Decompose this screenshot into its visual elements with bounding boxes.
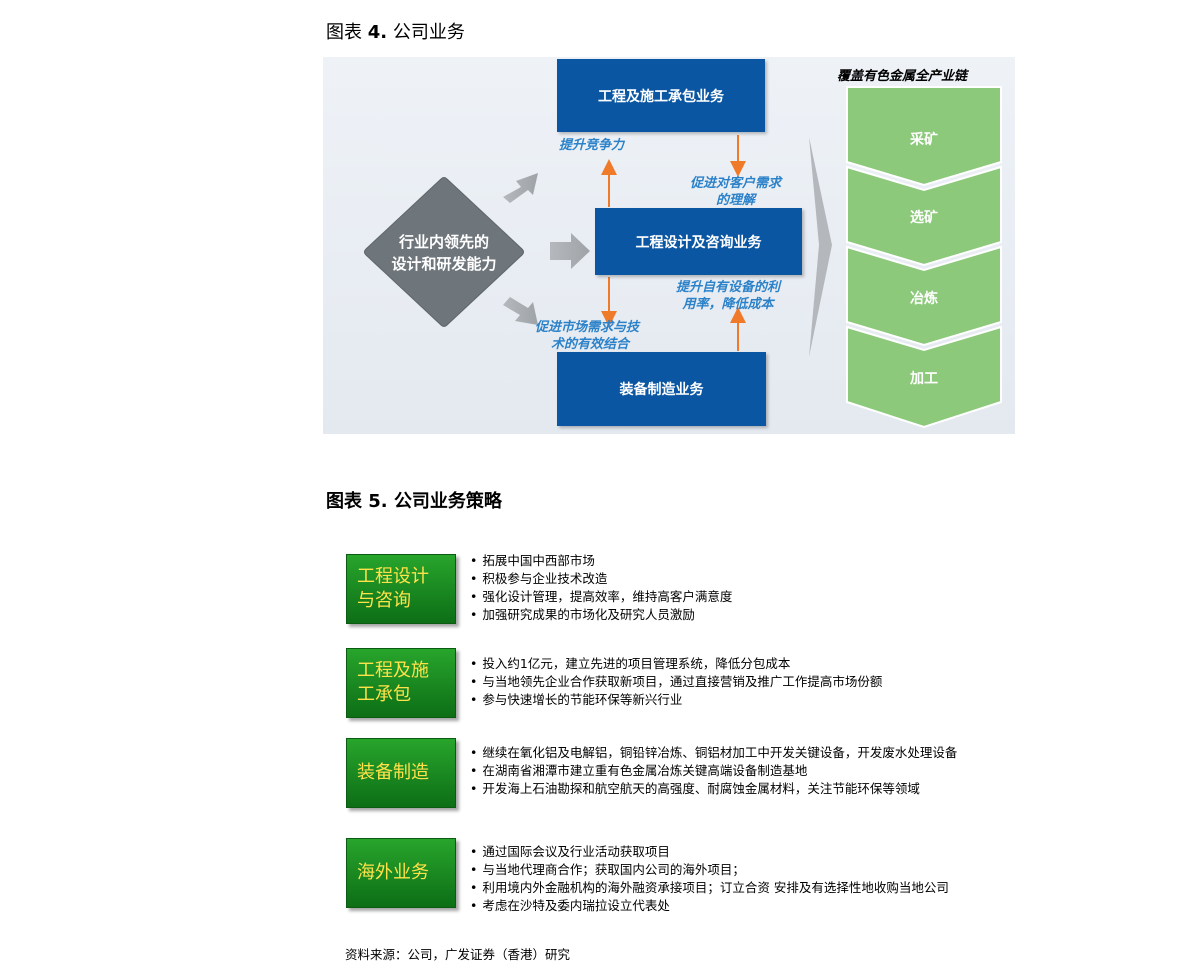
strategy-label-construction: 工程及施 工承包	[346, 648, 456, 718]
strategy-list-overseas: 通过国际会议及行业活动获取项目 与当地代理商合作；获取国内公司的海外项目； 利用…	[470, 843, 949, 915]
diagram-shapes	[364, 86, 1002, 429]
list-item: 继续在氧化铝及电解铝，铜铅锌冶炼、铜铝材加工中开发关键设备，开发废水处理设备	[470, 744, 957, 762]
label-market-line1: 促进市场需求与技	[535, 320, 640, 335]
gray-chevron	[809, 137, 832, 357]
figure5-title-text: 公司业务策略	[393, 491, 502, 512]
chain-segment-mining	[846, 86, 1002, 187]
strategy-label-construction-line1: 工程及施	[357, 660, 429, 681]
gray-arrow-lower	[503, 297, 538, 325]
figure5-title-number: 5.	[368, 491, 388, 512]
figure4-title-number: 4.	[367, 22, 388, 43]
list-item: 积极参与企业技术改造	[470, 570, 732, 588]
chain-label-fabrication: 加工	[910, 371, 938, 387]
strategy-list-design: 拓展中国中西部市场 积极参与企业技术改造 强化设计管理，提高效率，维持高客户满意…	[470, 552, 732, 624]
list-item: 加强研究成果的市场化及研究人员激励	[470, 606, 732, 624]
equipment-business-box: 装备制造业务	[557, 352, 766, 426]
chain-label-mining: 采矿	[910, 132, 938, 148]
strategy-label-design: 工程设计 与咨询	[346, 554, 456, 624]
list-item: 强化设计管理，提高效率，维持高客户满意度	[470, 588, 732, 606]
strategy-label-overseas: 海外业务	[346, 838, 456, 908]
equipment-business-label: 装备制造业务	[619, 382, 704, 398]
capability-diamond	[364, 177, 524, 327]
source-note: 资料来源：公司，广发证券（香港）研究	[345, 947, 571, 962]
label-utilization: 提升自有设备的利 用率，降低成本	[653, 279, 803, 313]
figure4-title-text: 公司业务	[392, 22, 465, 43]
list-item: 拓展中国中西部市场	[470, 552, 732, 570]
design-business-label: 工程设计及咨询业务	[635, 234, 762, 251]
list-item: 利用境内外金融机构的海外融资承接项目；订立合资 安排及有选择性地收购当地公司	[470, 879, 948, 897]
list-item: 在湖南省湘潭市建立重有色金属冶炼关键高端设备制造基地	[470, 762, 957, 780]
figure5-title: 图表 5. 公司业务策略	[326, 487, 502, 513]
strategy-label-design-line2: 与咨询	[357, 590, 411, 611]
strategy-label-construction-line2: 工承包	[357, 684, 411, 705]
construction-business-box: 工程及施工承包业务	[557, 59, 765, 132]
design-business-box: 工程设计及咨询业务	[595, 208, 802, 275]
list-item: 投入约1亿元，建立先进的项目管理系统，降低分包成本	[470, 655, 882, 673]
label-competitiveness: 提升竞争力	[559, 138, 625, 153]
list-item: 与当地领先企业合作获取新项目，通过直接营销及推广工作提高市场份额	[470, 673, 882, 691]
industry-chain-title: 覆盖有色金属全产业链	[837, 69, 968, 84]
figure4-title-prefix: 图表	[326, 22, 362, 43]
list-item: 与当地代理商合作；获取国内公司的海外项目；	[470, 861, 949, 879]
diamond-line2: 设计和研发能力	[391, 255, 497, 273]
diamond-line1: 行业内领先的	[398, 233, 489, 251]
construction-business-label: 工程及施工承包业务	[598, 88, 724, 105]
gray-arrow-middle	[550, 233, 590, 269]
label-utilization-line1: 提升自有设备的利	[675, 280, 780, 295]
list-item: 参与快速增长的节能环保等新兴行业	[470, 691, 882, 709]
label-market-integration: 促进市场需求与技 术的有效结合	[535, 319, 685, 353]
list-item: 通过国际会议及行业活动获取项目	[470, 843, 949, 861]
chain-segment-fabrication	[846, 325, 1002, 429]
business-diagram: 工程及施工承包业务 工程设计及咨询业务 装备制造业务 行业内领先的 设计和研发能…	[323, 57, 1015, 434]
capability-diamond-text: 行业内领先的 设计和研发能力	[369, 231, 519, 275]
figure5-title-prefix: 图表	[326, 491, 362, 512]
list-item: 考虑在沙特及委内瑞拉设立代表处	[470, 897, 949, 915]
strategy-list-equipment: 继续在氧化铝及电解铝，铜铅锌冶炼、铜铝材加工中开发关键设备，开发废水处理设备 在…	[470, 744, 957, 798]
strategy-label-equipment: 装备制造	[346, 738, 456, 808]
label-customer-line1: 促进对客户需求	[689, 176, 781, 191]
list-item: 开发海上石油勘探和航空航天的高强度、耐腐蚀金属材料，关注节能环保等领域	[470, 780, 957, 798]
label-customer-line2: 的理解	[715, 193, 755, 208]
chain-segment-smelting	[846, 245, 1002, 347]
label-market-line2: 术的有效结合	[551, 337, 630, 352]
gray-arrow-upper	[503, 173, 538, 203]
strategy-label-overseas-line1: 海外业务	[357, 862, 429, 883]
chain-label-smelting: 冶炼	[910, 291, 938, 307]
strategy-list-construction: 投入约1亿元，建立先进的项目管理系统，降低分包成本 与当地领先企业合作获取新项目…	[470, 655, 882, 709]
label-customer-understanding: 促进对客户需求 的理解	[668, 175, 803, 209]
figure4-title: 图表 4. 公司业务	[326, 18, 465, 44]
label-utilization-line2: 用率，降低成本	[682, 297, 774, 312]
strategy-label-equipment-line1: 装备制造	[357, 762, 429, 783]
chain-segment-processing-ore	[846, 165, 1002, 267]
chain-label-ore-dressing: 选矿	[910, 210, 938, 226]
strategy-label-design-line1: 工程设计	[357, 566, 429, 587]
